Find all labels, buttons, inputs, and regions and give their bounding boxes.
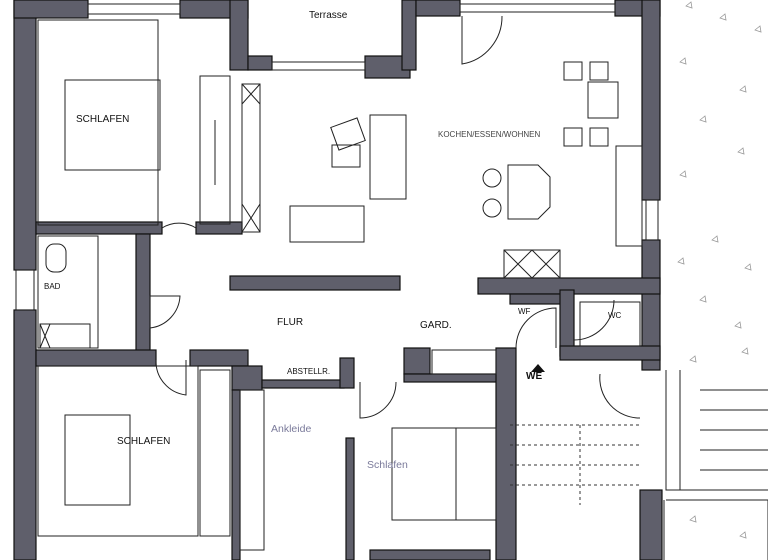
room-label-bad: BAD	[44, 282, 61, 291]
room-label-wc: WC	[608, 311, 622, 320]
room-label-flur: FLUR	[277, 317, 304, 328]
room-label-gard: GARD.	[420, 320, 452, 331]
room-label-schlafen-lower: Schlafen	[367, 459, 408, 471]
room-label-abstellr: ABSTELLR.	[287, 367, 331, 376]
room-label-ankleide: Ankleide	[271, 423, 312, 435]
windows	[15, 3, 659, 311]
walls	[13, 0, 663, 560]
room-label-kochen-essen-wohnen: KOCHEN/ESSEN/WOHNEN	[438, 130, 541, 139]
doors	[149, 15, 641, 419]
room-label-schlafen-top: SCHLAFEN	[76, 114, 130, 125]
garden-area	[677, 1, 762, 539]
room-label-wf: WF	[518, 307, 531, 316]
furniture	[37, 19, 768, 560]
room-label-schlafen-bottom: SCHLAFEN	[117, 436, 171, 447]
entrance-label-we: WE	[526, 371, 543, 382]
room-label-terrasse: Terrasse	[309, 10, 348, 21]
